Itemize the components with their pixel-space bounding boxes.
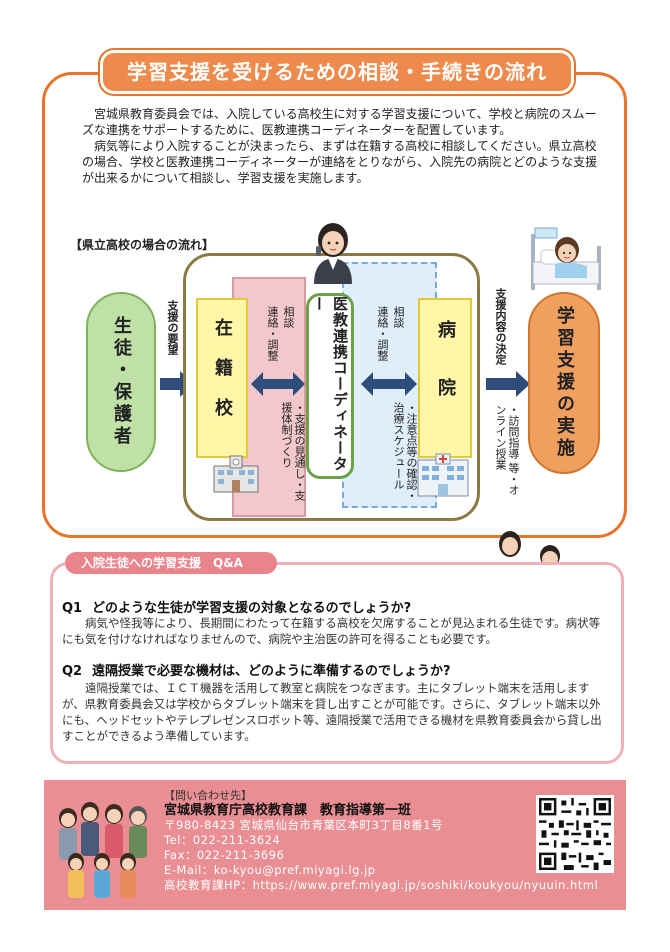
question-1-text: どのような生徒が学習支援の対象となるのでしょうか?	[92, 601, 412, 616]
hospital-building-icon	[417, 453, 469, 497]
school-building-icon	[213, 455, 259, 493]
request-arrow	[160, 371, 194, 397]
support-implementation-box: 学習支援の実施	[528, 292, 600, 474]
answer-2: 遠隔授業では、ＩＣＴ機器を活用して教室と病院をつなぎます。主にタブレット端末を活…	[62, 680, 602, 744]
school-coordinator-arrow	[251, 372, 305, 396]
school-consult-label: 相談	[282, 306, 295, 328]
school-points: ・支援の見通し・支援体制づくり	[280, 402, 306, 501]
question-1-number: Q1	[62, 601, 83, 616]
support-methods: ・訪問指導 等・オンライン授業	[494, 404, 520, 496]
flow-heading: 【県立高校の場合の流れ】	[70, 238, 215, 252]
coordinator-hospital-arrow	[361, 372, 417, 396]
contact-email[interactable]: E-Mail：ko-kyou@pref.miyagi.lg.jp	[164, 863, 376, 877]
decision-arrow	[486, 371, 530, 397]
contact-address: 〒980-8423 宮城県仙台市青葉区本町3丁目8番1号	[164, 818, 443, 832]
answer-2-text: 遠隔授業では、ＩＣＴ機器を活用して教室と病院をつなぎます。主にタブレット端末を活…	[62, 681, 602, 743]
contact-fax: Fax：022-211-3696	[164, 848, 285, 862]
intro-paragraph-2: 病気等により入院することが決まったら、まずは在籍する高校に相談してください。県立…	[82, 139, 598, 185]
contact-details: 【問い合わせ先】 宮城県教育庁高校教育課 教育指導第一班 〒980-8423 宮…	[164, 788, 598, 893]
coordinator-box: 医教連携コーディネーター	[306, 293, 354, 479]
intro-paragraph-1: 宮城県教育委員会では、入院している高校生に対する学習支援について、学校と病院のス…	[82, 107, 597, 137]
question-2-number: Q2	[62, 664, 83, 679]
hospital-contact-label: 連絡・調整	[376, 306, 389, 361]
contact-homepage-link[interactable]: 高校教育課HP：https://www.pref.miyagi.jp/soshi…	[164, 878, 599, 892]
patient-in-bed-illustration	[531, 227, 601, 290]
family-group-illustration	[59, 802, 147, 898]
school-contact-label: 連絡・調整	[266, 306, 279, 361]
contact-label: 【問い合わせ先】	[164, 789, 252, 802]
hospital-consult-label: 相談	[392, 306, 405, 328]
answer-1: 病気や怪我等により、長期間にわたって在籍する高校を欠席することが見込まれる生徒で…	[62, 615, 602, 647]
request-label: 支援の要望	[166, 300, 179, 355]
answer-1-text: 病気や怪我等により、長期間にわたって在籍する高校を欠席することが見込まれる生徒で…	[62, 616, 601, 646]
page-title: 学習支援を受けるための相談・手続きの流れ	[100, 50, 574, 94]
question-2: Q2 遠隔授業で必要な機材は、どのように準備するのでしょうか?	[62, 660, 451, 679]
question-2-text: 遠隔授業で必要な機材は、どのように準備するのでしょうか?	[92, 664, 451, 679]
contact-organization: 宮城県教育庁高校教育課 教育指導第一班	[164, 803, 412, 818]
qa-section-tab: 入院生徒への学習支援 Q&A	[65, 552, 277, 574]
school-box: 在籍校	[196, 298, 248, 458]
contact-tel: Tel：022-211-3624	[164, 833, 281, 847]
decision-label: 支援内容の決定	[494, 288, 507, 365]
hospital-box: 病院	[418, 298, 472, 458]
intro-text: 宮城県教育委員会では、入院している高校生に対する学習支援について、学校と病院のス…	[82, 106, 602, 186]
qr-code[interactable]	[536, 795, 614, 873]
student-guardian-box: 生徒・保護者	[86, 292, 156, 472]
question-1: Q1 どのような生徒が学習支援の対象となるのでしょうか?	[62, 597, 411, 616]
qa-section-frame	[50, 562, 624, 764]
coordinator-illustration	[314, 223, 352, 284]
hospital-points: ・注意点等の確認・治療スケジュール	[392, 402, 418, 501]
